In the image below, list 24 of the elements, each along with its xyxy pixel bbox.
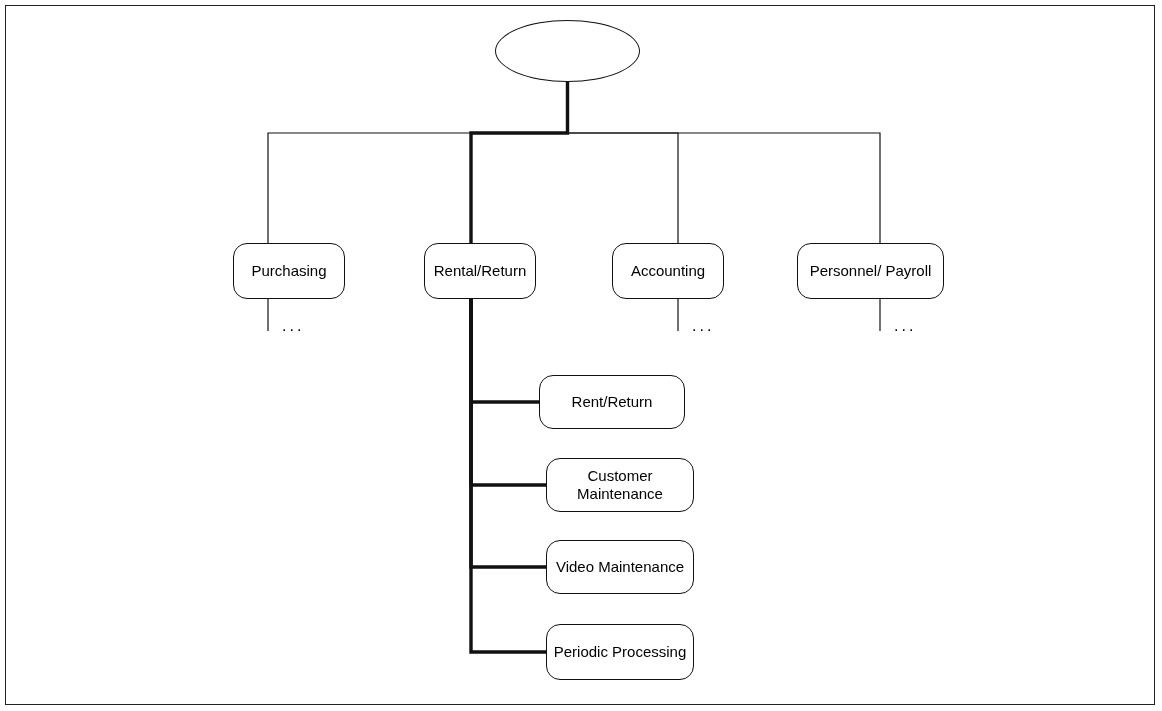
unit-box [797,243,944,299]
unit-box [612,243,724,299]
connector-line [469,299,546,654]
connector-line [879,298,881,332]
continuation-dots: ... [894,317,917,335]
unit-label: Accounting [630,262,706,280]
unit-box [539,375,685,429]
continuation-dots: ... [692,317,715,335]
unit-box [546,458,694,512]
connector-line [469,82,570,243]
connector-line [677,298,679,332]
unit-label: Rental/Return [433,262,527,280]
unit-box [546,540,694,594]
continuation-dots: ... [282,317,305,335]
unit-label: Customer Maintenance [576,467,664,503]
unit-label: Personnel/ Payroll [809,262,932,280]
unit-label: Rent/Return [571,393,653,411]
connector-line [267,298,269,332]
unit-label: Purchasing [251,262,327,280]
unit-label: Periodic Processing [553,643,687,661]
unit-box [546,624,694,680]
unit-box [233,243,345,299]
unit-label: Video Maintenance [555,558,685,576]
unit-box [424,243,536,299]
